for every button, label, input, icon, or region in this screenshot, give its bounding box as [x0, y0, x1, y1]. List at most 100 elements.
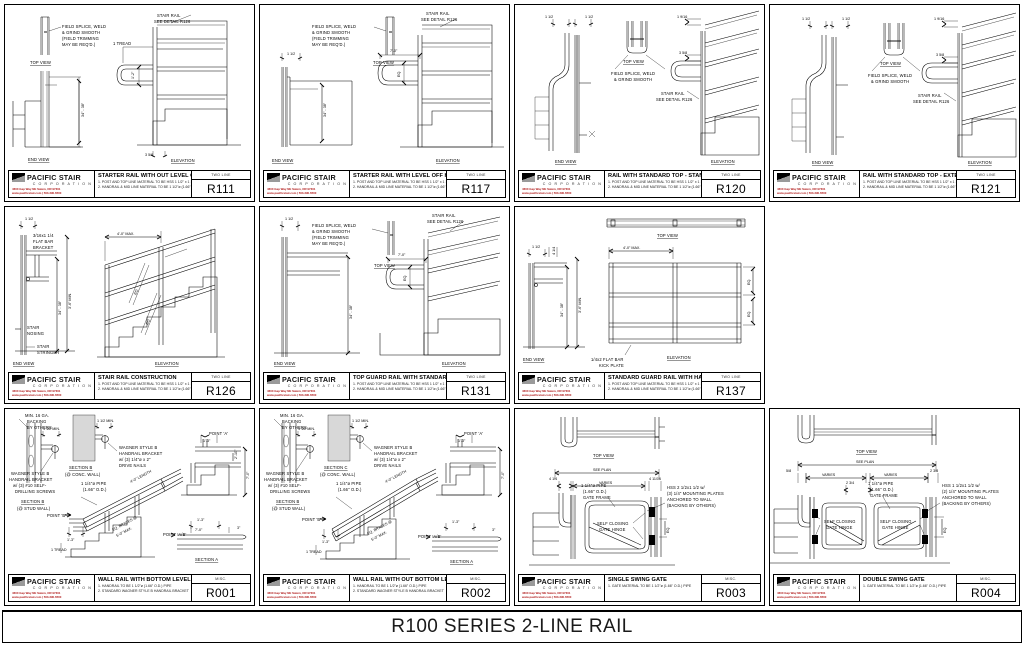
- company-sub: C O R P O R A T I O N: [32, 182, 92, 187]
- company-logo: PACIFIC STAIR C O R P O R A T I O N 4600…: [9, 575, 95, 601]
- pacific-stair-mark-icon: [522, 173, 535, 183]
- detail-panel-r131[interactable]: 1 1/2 34" - 38" END VIEW FIELD SPLICE, W…: [259, 206, 510, 404]
- detail-spec-2: 2. HANDRAIL & MID LINE MATERIAL TO BE 1 …: [608, 387, 701, 392]
- svg-text:WAGNER STYLE B: WAGNER STYLE B: [119, 445, 157, 450]
- company-address-line2: www.pacificstair.com | 503.390.6500: [267, 595, 317, 600]
- svg-text:FIELD SPLICE, WELD: FIELD SPLICE, WELD: [611, 71, 655, 76]
- svg-text:7'-0": 7'-0": [398, 253, 406, 257]
- detail-spec-2: 2. HANDRAIL & MID LINE MATERIAL TO BE 1 …: [863, 185, 956, 190]
- company-logo: PACIFIC STAIR C O R P O R A T I O N 4600…: [9, 373, 95, 399]
- tag-label: MISC.: [702, 575, 760, 584]
- svg-text:END VIEW: END VIEW: [28, 157, 49, 162]
- company-address-line2: www.pacificstair.com | 503.390.6500: [777, 595, 827, 600]
- company-address-line2: www.pacificstair.com | 503.390.6500: [267, 393, 317, 398]
- detail-panel-r003[interactable]: TOP VIEW SEE PLAN 4 1/4 VARIES 4 11/16: [514, 408, 765, 606]
- detail-panel-r137[interactable]: TOP VIEW 1 1/2 4 1/4 34" - 38": [514, 206, 765, 404]
- detail-spec-1: 1. POST AND TOP LINE MATERIAL TO BE HSS …: [863, 179, 956, 184]
- drawing-area-r001: MIN. 16 GA. BACKING BY OTHERS 1 1/2 MIN.…: [5, 409, 254, 573]
- company-logo: PACIFIC STAIR C O R P O R A T I O N 4600…: [264, 373, 350, 399]
- svg-text:GATE FRAME: GATE FRAME: [583, 495, 611, 500]
- svg-text:& GRIND SMOOTH: & GRIND SMOOTH: [312, 30, 350, 35]
- company-sub: C O R P O R A T I O N: [797, 586, 857, 591]
- svg-text:TOP VIEW: TOP VIEW: [657, 233, 678, 238]
- title-description: WALL RAIL WITH OUT BOTTOM LEVEL OFF 1. H…: [350, 575, 447, 601]
- title-block: PACIFIC STAIR C O R P O R A T I O N 4600…: [263, 574, 506, 602]
- detail-panel-r126[interactable]: 1 1/2 3/16x1 1/4 FLAT BAR BRACKET 34" - …: [4, 206, 255, 404]
- svg-text:1'-3": 1'-3": [67, 538, 75, 542]
- svg-text:4'-0" LENGTH: 4'-0" LENGTH: [385, 469, 408, 484]
- svg-text:TOP VIEW: TOP VIEW: [880, 61, 901, 66]
- tag-label: TWO LINE: [447, 373, 505, 382]
- detail-panel-r002[interactable]: MIN. 16 GA. BACKING BY OTHERS 1 1/2 MIN.…: [259, 408, 510, 606]
- detail-panel-r121[interactable]: 1 1/2 1 1/2 END VIEW TOP VIEW FIELD SPLI…: [769, 4, 1020, 202]
- svg-text:DRILLING SCREWS: DRILLING SCREWS: [270, 489, 310, 494]
- svg-text:MAY BE REQ'D.): MAY BE REQ'D.): [312, 42, 346, 47]
- detail-title: RAIL WITH STANDARD TOP - EXTENDED BOTTOM: [863, 173, 957, 179]
- svg-text:4 1/4: 4 1/4: [552, 247, 556, 255]
- title-block: PACIFIC STAIR C O R P O R A T I O N 4600…: [8, 574, 251, 602]
- company-address-line1: 4600 Gap Way NE Salem, OR 97301: [12, 186, 61, 191]
- detail-panel-r120[interactable]: 1 1/2 1 1/2 END VIEW TOP VIEW FIELD SPL: [514, 4, 765, 202]
- svg-text:1 TREAD: 1 TREAD: [113, 41, 131, 46]
- drawing-area-r131: 1 1/2 34" - 38" END VIEW FIELD SPLICE, W…: [260, 207, 509, 371]
- svg-text:SEE DETAIL R126: SEE DETAIL R126: [421, 17, 458, 22]
- company-sub: C O R P O R A T I O N: [32, 586, 92, 591]
- svg-text:3": 3": [237, 526, 241, 530]
- detail-spec-1: 1. HANDRAIL TO BE 1 1/2"ø (1.66" O.D.) P…: [98, 583, 172, 588]
- svg-text:ANCHORED TO WALL: ANCHORED TO WALL: [667, 497, 712, 502]
- drawing-area-r004: TOP VIEW SEE PLAN 5/8 VARIES: [770, 409, 1019, 573]
- svg-text:5'-0" MAX.: 5'-0" MAX.: [371, 530, 388, 542]
- svg-text:END VIEW: END VIEW: [812, 160, 833, 165]
- svg-text:1'-3": 1'-3": [452, 520, 460, 524]
- detail-panel-r111[interactable]: FIELD SPLICE, WELD & GRIND SMOOTH (FIELD…: [4, 4, 255, 202]
- company-name: PACIFIC STAIR: [792, 173, 846, 183]
- detail-spec-1: 1. POST AND TOP LINE MATERIAL TO BE HSS …: [353, 381, 446, 386]
- detail-tag: TWO LINE R131: [447, 373, 505, 399]
- tag-number: R111: [206, 181, 236, 196]
- tag-label: TWO LINE: [702, 373, 760, 382]
- detail-panel-r001[interactable]: MIN. 16 GA. BACKING BY OTHERS 1 1/2 MIN.…: [4, 408, 255, 606]
- detail-panel-r004[interactable]: TOP VIEW SEE PLAN 5/8 VARIES: [769, 408, 1020, 606]
- svg-text:3": 3": [492, 528, 496, 532]
- drawing-area-r117: FIELD SPLICE, WELD & GRIND SMOOTH (FIELD…: [260, 5, 509, 169]
- title-block: PACIFIC STAIR C O R P O R A T I O N 4600…: [518, 574, 761, 602]
- detail-panel-r117[interactable]: FIELD SPLICE, WELD & GRIND SMOOTH (FIELD…: [259, 4, 510, 202]
- detail-spec-1: 1. HANDRAIL TO BE 1 1/2"ø (1.66" O.D.) P…: [353, 583, 427, 588]
- svg-text:(1.66" O.D.): (1.66" O.D.): [583, 489, 607, 494]
- svg-text:TOP VIEW: TOP VIEW: [373, 60, 394, 65]
- svg-text:TOP VIEW: TOP VIEW: [30, 60, 51, 65]
- svg-text:STAIR RAIL: STAIR RAIL: [918, 93, 942, 98]
- pacific-stair-mark-icon: [12, 375, 25, 385]
- detail-panel-empty: [769, 206, 1020, 404]
- svg-text:STAIR: STAIR: [27, 325, 40, 330]
- svg-text:EQ.: EQ.: [666, 527, 670, 533]
- svg-text:ELEVATION: ELEVATION: [667, 355, 691, 360]
- title-block: PACIFIC STAIR C O R P O R A T I O N 4600…: [518, 372, 761, 400]
- tag-label: TWO LINE: [957, 171, 1015, 180]
- title-description: STARTER RAIL WITH OUT LEVEL OFF HANDRAIL…: [95, 171, 192, 197]
- svg-text:WAGNER STYLE B: WAGNER STYLE B: [266, 471, 304, 476]
- svg-text:1/4x2 FLAT BAR: 1/4x2 FLAT BAR: [591, 357, 623, 362]
- company-address-line1: 4600 Gap Way NE Salem, OR 97301: [267, 590, 316, 595]
- svg-text:EQ.: EQ.: [747, 279, 751, 285]
- company-address-line1: 4600 Gap Way NE Salem, OR 97301: [12, 388, 61, 393]
- company-address-line2: www.pacificstair.com | 503.390.6500: [777, 191, 827, 196]
- pacific-stair-mark-icon: [267, 375, 280, 385]
- svg-text:SECTION B: SECTION B: [69, 465, 93, 470]
- svg-text:POINT 'B': POINT 'B': [47, 513, 66, 518]
- tag-label: MISC.: [957, 575, 1015, 584]
- svg-text:WAGNER STYLE B: WAGNER STYLE B: [374, 445, 412, 450]
- svg-text:(2) 1/4" MOUNTING PLATES: (2) 1/4" MOUNTING PLATES: [942, 489, 999, 494]
- drawing-area-r121: 1 1/2 1 1/2 END VIEW TOP VIEW FIELD SPLI…: [770, 5, 1019, 169]
- svg-text:1 1/2 MIN.: 1 1/2 MIN.: [352, 419, 369, 423]
- svg-text:1 9/16: 1 9/16: [677, 15, 687, 19]
- svg-text:GATE HINGE: GATE HINGE: [599, 527, 626, 532]
- svg-text:SECTION C: SECTION C: [324, 465, 348, 470]
- svg-text:EQ.: EQ.: [943, 527, 947, 533]
- sheet-title: R100 SERIES 2-LINE RAIL: [391, 616, 633, 637]
- svg-text:STAIR RAIL: STAIR RAIL: [426, 11, 450, 16]
- svg-text:w/ (3) 1/4"ø x 2": w/ (3) 1/4"ø x 2": [119, 457, 151, 462]
- detail-title: WALL RAIL WITH BOTTOM LEVEL OFF: [98, 577, 191, 583]
- pacific-stair-mark-icon: [522, 577, 535, 587]
- title-block: PACIFIC STAIR C O R P O R A T I O N 4600…: [263, 372, 506, 400]
